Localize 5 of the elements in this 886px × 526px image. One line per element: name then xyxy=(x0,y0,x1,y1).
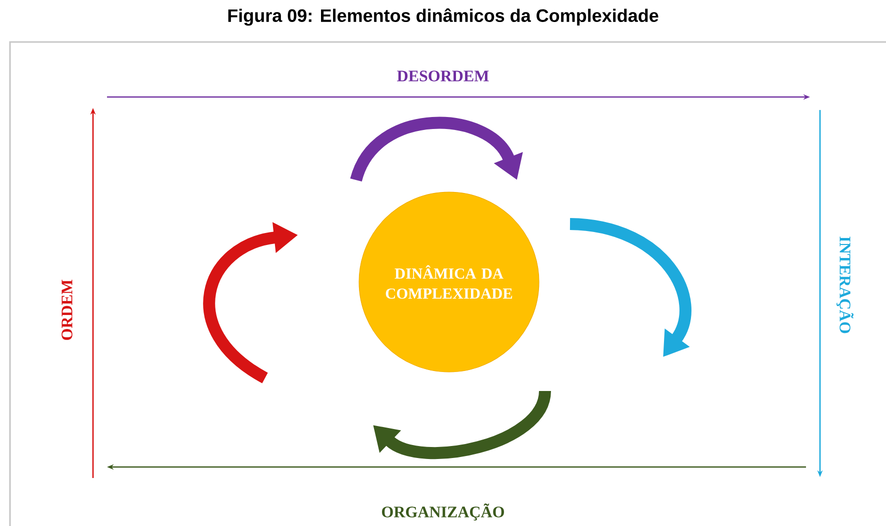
side-label: ORGANIZAÇÃO xyxy=(382,504,504,521)
figure-title: Figura 09: Elementos dinâmicos da Complexidade xyxy=(228,8,658,26)
side-label: DESORDEM xyxy=(397,70,489,82)
side-label: ORDEM xyxy=(62,280,72,340)
side-label: INTERAÇÃO xyxy=(836,236,854,334)
